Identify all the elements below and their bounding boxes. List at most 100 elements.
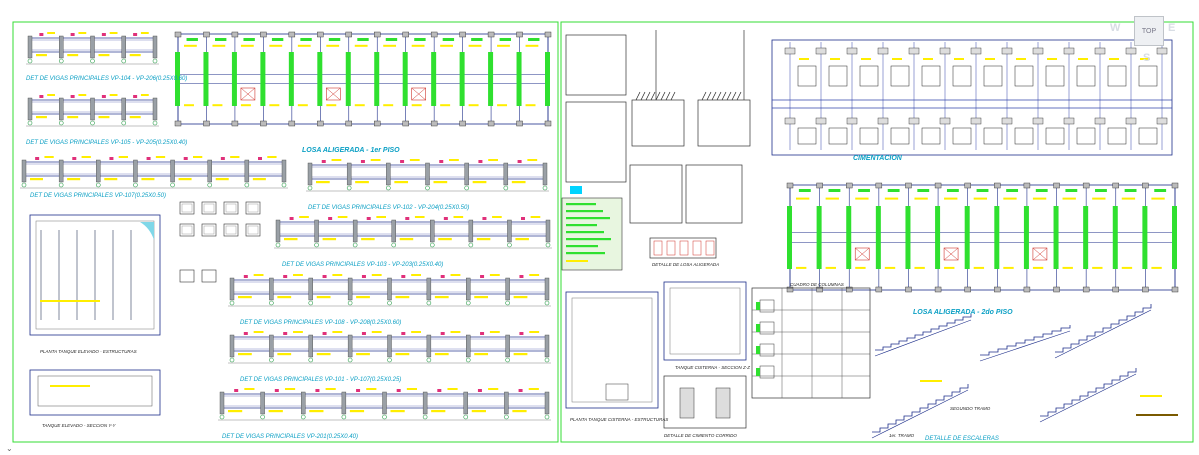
losa-1er-piso-column <box>516 31 523 38</box>
column-section <box>245 201 261 215</box>
tanque-rebar <box>112 230 114 320</box>
cimentacion-label <box>799 58 809 60</box>
losa-2do-piso-joist <box>964 206 970 269</box>
tanque-rebar <box>40 230 42 320</box>
beam-vp7-support <box>426 334 432 358</box>
losa-2do-piso-column <box>875 286 883 293</box>
beam-vp3-top-label <box>81 156 91 158</box>
losa-2do-piso-joist <box>787 206 792 269</box>
losa-2do-piso-label <box>825 197 839 200</box>
cimentacion-footing <box>1063 47 1075 55</box>
beam-vp6-top-label <box>450 274 461 276</box>
beam-vp7-tag <box>322 332 327 335</box>
losa-2do-piso-label <box>1062 197 1076 200</box>
beam-vp2-bar-label <box>67 116 79 119</box>
right-sheet-frame <box>560 21 1194 443</box>
cimentacion-footing <box>846 47 858 55</box>
beam-vp3-axis-bubble <box>207 182 213 188</box>
beam-vp4-tag <box>400 160 405 163</box>
cimentacion-footing <box>970 117 982 125</box>
beam-vp4-axis-bubble <box>386 185 391 191</box>
beam-vp4-axis-bubble <box>503 185 509 191</box>
beam-vp5-tag <box>405 217 410 220</box>
losa-2do-piso-label <box>944 197 958 200</box>
beam-vp6-bar-label <box>238 296 252 299</box>
beam-vp6-tag <box>440 275 445 278</box>
beam-vp4-bar-label <box>433 181 448 184</box>
losa-1er-piso-opening <box>240 87 256 101</box>
losa-2do-piso-joist <box>1142 206 1148 269</box>
losa-2do-piso-column <box>1112 286 1119 293</box>
beam-vp8-bar-label <box>431 410 446 413</box>
beam-vp7-top-label <box>253 331 264 333</box>
beam-vp8-bar-label <box>309 410 324 413</box>
tanque-label <box>40 300 100 302</box>
beam-vp8-tag <box>437 389 442 392</box>
legend-notes <box>561 197 623 271</box>
losa-1er-piso-label <box>184 44 197 47</box>
beam-vp6-support <box>347 277 353 301</box>
losa-1er-piso-label <box>297 44 311 47</box>
beam-vp6-support <box>269 277 274 301</box>
beam-vp4-support <box>386 162 391 186</box>
beam-vp3-top-label <box>193 156 203 158</box>
chevron-down-icon[interactable]: ⌄ <box>6 444 13 453</box>
losa-1er-piso-column <box>260 31 267 38</box>
losa-2do-piso-label <box>1032 266 1044 269</box>
losa-1er-piso-column <box>174 120 182 127</box>
beam-vp3-tag <box>146 157 151 160</box>
losa-1er-piso-joist <box>545 52 550 106</box>
beam-vp3-support <box>244 159 250 183</box>
cimentacion-footing <box>846 117 858 125</box>
tanque-rebar <box>130 230 132 320</box>
beam-vp2-support <box>59 97 64 121</box>
viewcube-top-button[interactable]: TOP <box>1134 16 1164 46</box>
cimentacion-footing <box>970 47 982 55</box>
beam-vp4-axis-bubble <box>307 185 313 191</box>
losa-2do-piso-label <box>1032 197 1047 200</box>
beam-vp3-support <box>133 159 138 183</box>
column-section <box>223 201 239 215</box>
cimentacion-footing <box>1094 47 1106 55</box>
beam-vp5-axis-bubble <box>314 242 319 248</box>
beam-vp1-support <box>59 35 64 59</box>
beam-vp2-top-label <box>47 94 55 96</box>
losa-2do-piso-column <box>846 286 853 293</box>
beam-vp8-support <box>504 391 509 415</box>
detail-cyan-tag <box>570 186 582 194</box>
losa-1er-piso-column <box>203 31 210 38</box>
losa-2do-piso-joist <box>935 206 941 269</box>
beam-vp1-axis-bubble <box>27 58 33 64</box>
cimentacion-zapata <box>1014 65 1034 87</box>
cimentacion-footing <box>1156 47 1168 55</box>
beam-vp5-support <box>275 219 281 243</box>
losa-2do-piso-beam <box>1154 189 1167 192</box>
beam-vp7-axis-bubble <box>229 357 235 363</box>
beam-vp5-bar-label <box>322 238 337 241</box>
caption-vp3: DET DE VIGAS PRINCIPALES VP-107(0.25X0.5… <box>30 193 166 199</box>
losa-1er-piso-label <box>354 44 368 47</box>
beam-vp8-tag <box>396 389 401 392</box>
beam-vp2-axis-bubble <box>121 120 127 126</box>
losa-2do-piso-joist <box>875 206 881 269</box>
beam-vp7-axis-bubble <box>544 357 550 363</box>
zapata-section-2 <box>697 99 751 147</box>
beam-vp2-tag <box>133 95 138 98</box>
losa-2do-piso-beam <box>946 189 959 192</box>
tanque-rebar <box>58 230 60 320</box>
beam-vp7-support <box>544 334 550 358</box>
losa-1er-piso-beam <box>186 38 198 41</box>
legend-line <box>566 203 596 206</box>
losa-2do-piso-label <box>1092 266 1103 269</box>
cisterna-hatch <box>605 383 629 401</box>
beam-vp5-tag <box>289 217 294 220</box>
cimentacion-label <box>830 58 840 60</box>
beam-vp6-axis-bubble <box>347 300 353 306</box>
beam-vp6-bar-label <box>513 296 528 299</box>
beam-vp7-support <box>229 334 235 358</box>
beam-vp6-support <box>426 277 432 301</box>
column-section <box>201 269 217 283</box>
beam-vp5-axis-bubble <box>275 242 281 248</box>
caption-segundo-tramo: SEGUNDO TRAMO <box>950 406 991 411</box>
